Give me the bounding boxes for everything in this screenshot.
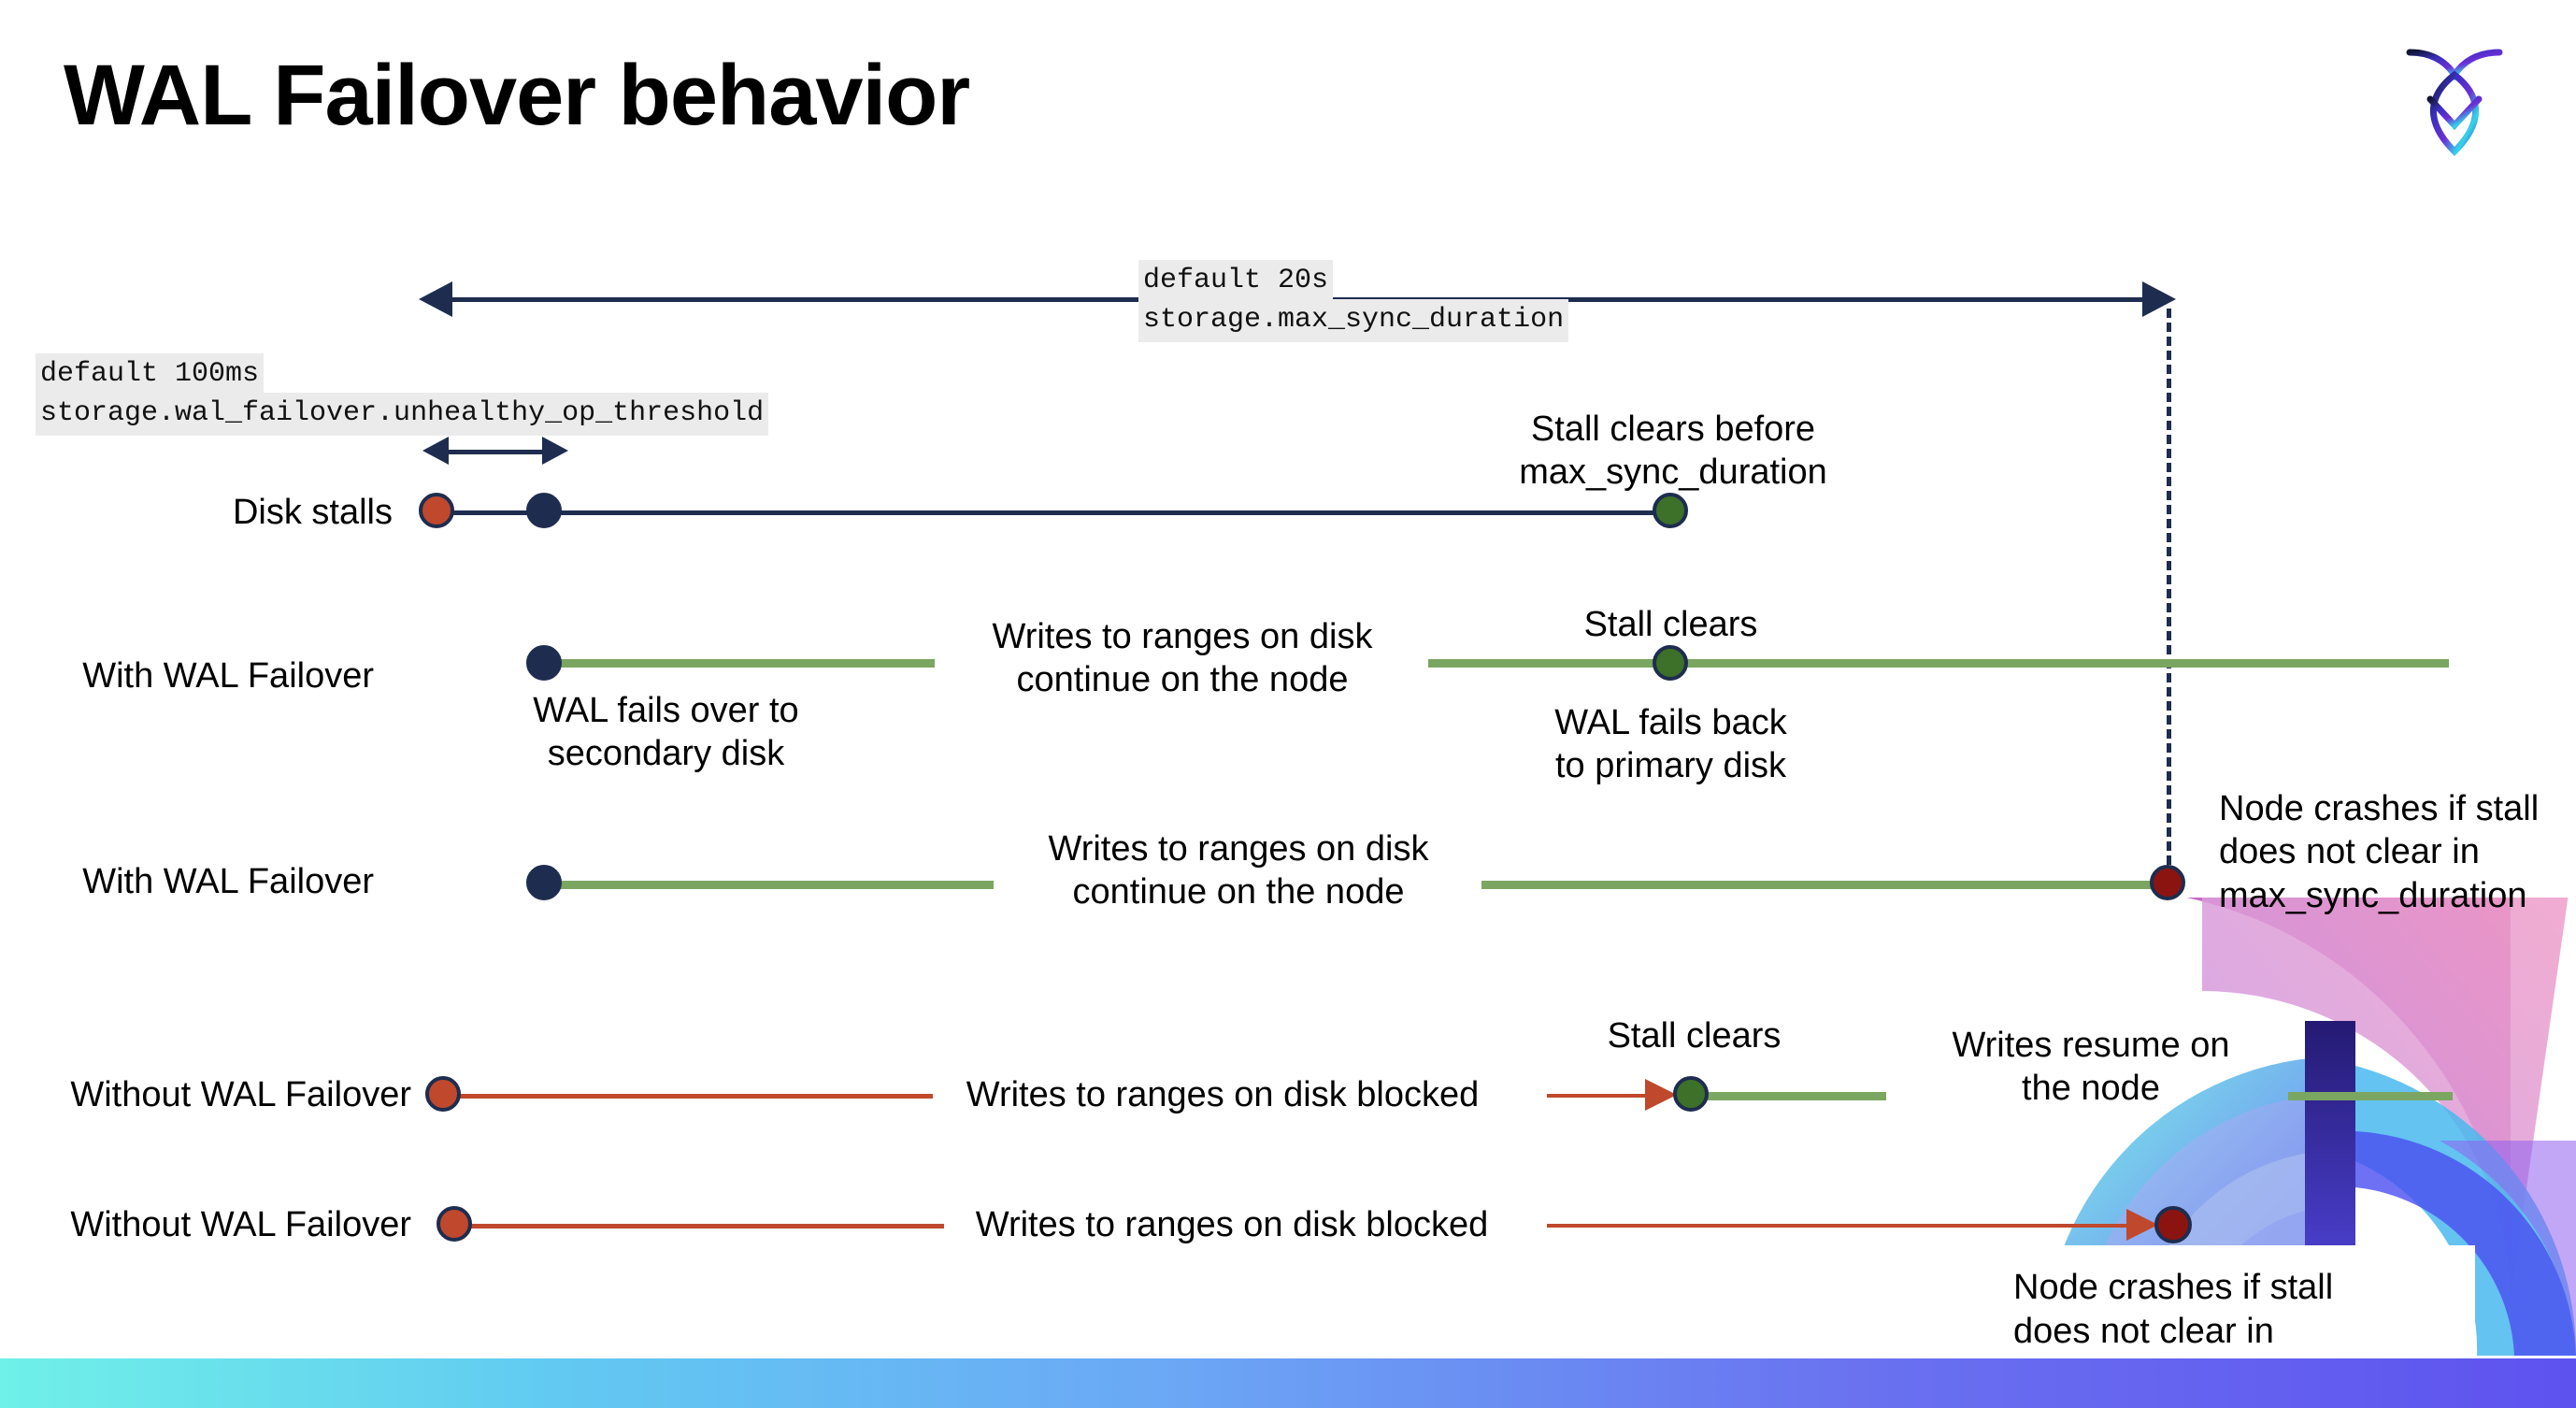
row-label-without-wal-failover-2: Without WAL Failover [70, 1205, 411, 1244]
note-writes-resume-on-the-node: Writes resume on the node [1952, 1026, 2230, 1109]
row-label-with-wal-failover-1: With WAL Failover [82, 656, 374, 696]
disk-stalls-threshold-marker [526, 493, 562, 528]
without-wal-failover-1-resume-segment-a [1699, 1092, 1886, 1100]
disk-stalls-start-marker [419, 493, 454, 528]
max-sync-duration-default-chip: default 20s [1138, 260, 1334, 303]
unhealthy-op-threshold-span-line [439, 450, 559, 454]
unhealthy-op-threshold-setting-chip: storage.wal_failover.unhealthy_op_thresh… [36, 393, 769, 436]
note-stall-clears-2: Stall clears [1607, 1016, 1782, 1056]
row-label-with-wal-failover-2: With WAL Failover [82, 862, 374, 901]
note-stall-clears-1: Stall clears [1583, 605, 1758, 644]
page-title: WAL Failover behavior [64, 48, 970, 143]
unhealthy-op-threshold-default-chip: default 100ms [36, 353, 265, 396]
without-wal-failover-1-blocked-segment-a [447, 1094, 933, 1099]
note-wal-fails-over-to-secondary-disk: WAL fails over to secondary disk [533, 691, 799, 774]
disk-stalls-timeline [437, 510, 1681, 515]
without-wal-failover-2-start-marker [436, 1206, 472, 1242]
without-wal-failover-2-blocked-arrowhead [2126, 1209, 2158, 1241]
row-label-disk-stalls: Disk stalls [232, 493, 393, 532]
row-label-without-wal-failover-1: Without WAL Failover [70, 1075, 411, 1114]
note-stall-clears-before-max-sync-duration: Stall clears before max_sync_duration [1519, 409, 1827, 493]
unhealthy-op-threshold-right-arrowhead [542, 437, 568, 465]
note-writes-blocked-2: Writes to ranges on disk blocked [975, 1205, 1489, 1244]
with-wal-failover-1-clear-marker [1653, 645, 1688, 681]
with-wal-failover-2-segment-left [547, 881, 994, 889]
note-wal-fails-back-to-primary-disk: WAL fails back to primary disk [1554, 703, 1787, 786]
max-sync-duration-setting-chip: storage.max_sync_duration [1138, 299, 1569, 342]
without-wal-failover-1-resume-segment-b [2288, 1092, 2453, 1100]
note-writes-continue-on-node-2: Writes to ranges on disk continue on the… [1048, 829, 1429, 912]
with-wal-failover-1-failover-marker [526, 645, 562, 681]
with-wal-failover-2-failover-marker [526, 865, 562, 900]
max-sync-duration-left-arrowhead [419, 281, 452, 317]
without-wal-failover-1-start-marker [425, 1076, 461, 1112]
unhealthy-op-threshold-left-arrowhead [422, 437, 449, 465]
without-wal-failover-2-blocked-segment-b [1547, 1224, 2136, 1228]
without-wal-failover-1-clear-marker [1673, 1076, 1709, 1112]
bottom-accent-bar [0, 1358, 2576, 1408]
without-wal-failover-2-crash-marker [2154, 1206, 2192, 1243]
with-wal-failover-1-segment-left [547, 659, 935, 668]
note-writes-blocked-1: Writes to ranges on disk blocked [966, 1075, 1480, 1114]
without-wal-failover-1-blocked-segment-b [1547, 1094, 1654, 1098]
note-writes-continue-on-node-1: Writes to ranges on disk continue on the… [992, 617, 1373, 700]
without-wal-failover-1-blocked-arrowhead [1645, 1079, 1677, 1111]
with-wal-failover-2-crash-marker [2150, 865, 2185, 900]
note-node-crashes-with-failover: Node crashes if stall does not clear in … [2219, 789, 2540, 915]
max-sync-duration-deadline-dashed-line [2167, 309, 2171, 879]
with-wal-failover-2-segment-right [1481, 881, 2178, 889]
with-wal-failover-1-segment-right [1428, 659, 2449, 668]
without-wal-failover-2-blocked-segment-a [458, 1224, 944, 1228]
disk-stalls-clear-marker [1653, 493, 1688, 528]
cockroachdb-logo-icon [2389, 28, 2520, 168]
